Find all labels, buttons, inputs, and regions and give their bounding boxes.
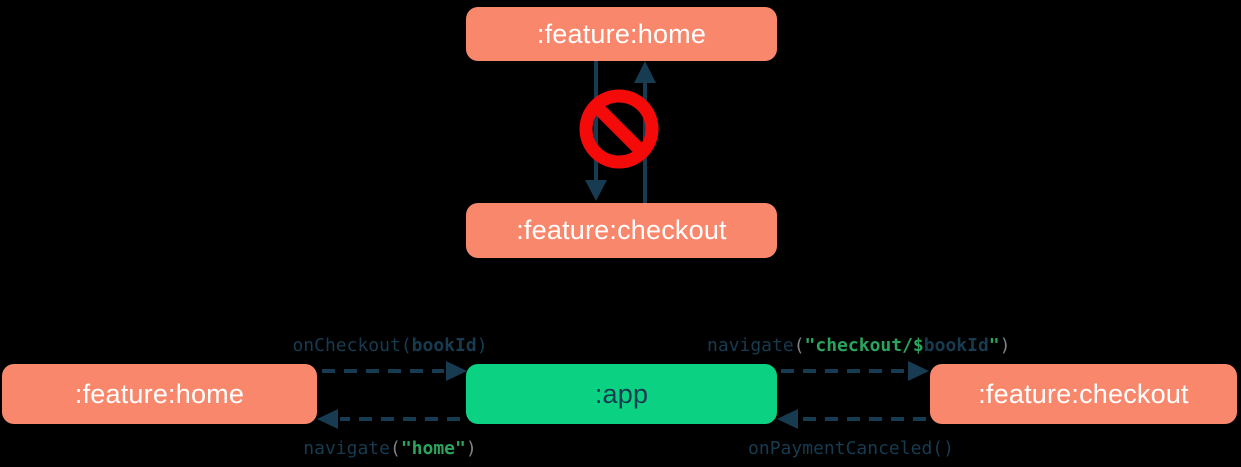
edge-label-navigate-home: navigate("home")	[240, 438, 540, 459]
edge-label-onpaymentcanceled: onPaymentCanceled()	[701, 438, 1001, 459]
module-box-feature-checkout-top: :feature:checkout	[466, 203, 777, 258]
code-token: )	[999, 335, 1011, 356]
arrow-home-to-checkout	[585, 61, 607, 201]
edge-label-navigate-checkout: navigate("checkout/$bookId")	[707, 335, 1010, 356]
module-box-feature-home-top: :feature:home	[466, 7, 777, 61]
arrow-checkout-to-home	[634, 61, 656, 203]
code-token: (	[389, 438, 401, 459]
edge-label-oncheckout: onCheckout(bookId)	[240, 335, 540, 356]
arrow-home-to-app	[322, 361, 467, 381]
code-token: navigate	[303, 438, 390, 459]
code-token: onCheckout(	[292, 335, 412, 356]
code-token: )	[476, 335, 488, 356]
arrow-checkout-to-app	[777, 409, 926, 429]
no-entry-icon	[579, 89, 659, 169]
arrow-app-to-home	[317, 409, 460, 429]
module-box-feature-home: :feature:home	[2, 364, 317, 424]
code-token: bookId	[411, 335, 477, 356]
code-token: "	[988, 335, 1000, 356]
arrow-app-to-checkout	[781, 361, 929, 381]
code-token: navigate	[707, 335, 794, 356]
module-box-app: :app	[466, 364, 777, 424]
code-token: onPaymentCanceled()	[748, 438, 954, 459]
code-token: bookId	[923, 335, 989, 356]
code-token: "home"	[400, 438, 466, 459]
code-token: (	[793, 335, 805, 356]
code-token: "checkout/$	[804, 335, 924, 356]
code-token: )	[465, 438, 477, 459]
module-box-feature-checkout: :feature:checkout	[930, 364, 1237, 424]
